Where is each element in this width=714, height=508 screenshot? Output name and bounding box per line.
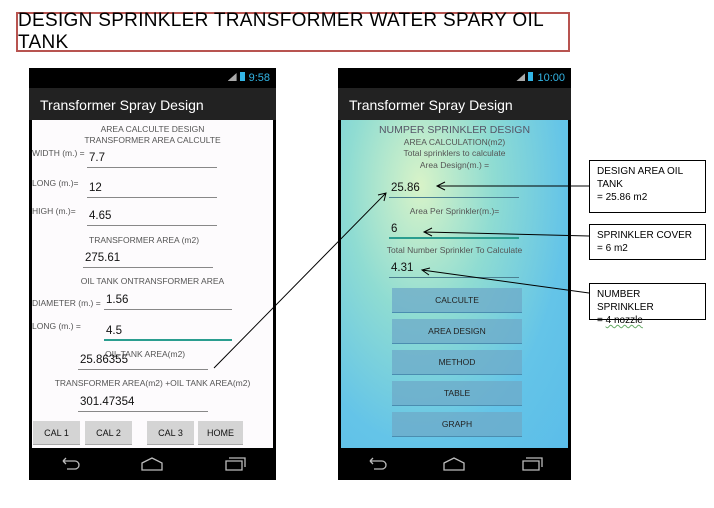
total-number-label: Total Number Sprinkler To Calculate [386, 245, 523, 255]
signal-icon [227, 73, 237, 81]
cal3-button[interactable]: CAL 3 [147, 421, 194, 445]
area-design-label: Area Design(m.) = [419, 160, 490, 170]
width-input[interactable]: 7.7 [87, 152, 217, 168]
signal-icon [516, 73, 526, 81]
long-label: LONG (m.)= [32, 178, 79, 188]
long-input[interactable]: 12 [87, 182, 217, 198]
app-title: Transformer Spray Design [29, 88, 276, 120]
status-bar: 10:00 [338, 68, 571, 88]
status-time: 9:58 [248, 72, 270, 84]
note-text: DESIGN AREA OIL [597, 166, 684, 177]
total-sprinklers-label: Total sprinklers to calculate [403, 148, 506, 158]
status-bar: 9:58 [29, 68, 276, 88]
page-title: DESIGN SPRINKLER TRANSFORMER WATER SPARY… [16, 10, 570, 53]
cal1-button[interactable]: CAL 1 [33, 421, 80, 445]
left-content: AREA CALCULTE DESIGN TRANSFORMER AREA CA… [32, 120, 273, 448]
per-sprinkler-input[interactable]: 6 [389, 223, 519, 239]
table-button[interactable]: TABLE [392, 381, 522, 406]
back-icon[interactable] [366, 457, 388, 471]
diameter-label: DIAMETER (m.) = [32, 298, 101, 308]
transformer-area-output[interactable]: 275.61 [83, 252, 213, 268]
arrow-oil-tank-link [213, 192, 387, 369]
arrow-number-sprinkler [420, 267, 590, 294]
note-number-sprinkler: NUMBER SPRINKLER = 4 nozzle [589, 283, 706, 326]
battery-icon [528, 72, 534, 81]
width-label: WIDTH (m.) = [32, 148, 85, 158]
oil-tank-area-label: OIL TANK AREA(m2) [105, 349, 186, 359]
home-button[interactable]: HOME [198, 421, 243, 445]
area-design-input[interactable]: 25.86 [389, 182, 519, 198]
heading-transformer-area: TRANSFORMER AREA CALCULTE [84, 135, 221, 145]
area-calculation-label: AREA CALCULATION(m2) [403, 137, 506, 147]
note-text: TANK [597, 179, 623, 190]
app-title: Transformer Spray Design [338, 88, 571, 120]
home-icon[interactable] [141, 457, 164, 471]
total-area-label: TRANSFORMER AREA(m2) +OIL TANK AREA(m2) [54, 378, 251, 388]
note-text: = 6 m2 [597, 243, 628, 254]
method-button[interactable]: METHOD [392, 350, 522, 375]
battery-icon [239, 72, 245, 81]
home-icon[interactable] [443, 457, 466, 471]
cal2-button[interactable]: CAL 2 [85, 421, 132, 445]
note-text: = 25.86 m2 [597, 192, 648, 203]
nav-bar [29, 448, 276, 480]
tank-long-label: LONG (m.) = [32, 321, 81, 331]
oil-tank-heading: OIL TANK ONTRANSFORMER AREA [80, 276, 225, 286]
high-input[interactable]: 4.65 [87, 210, 217, 226]
calculte-button[interactable]: CALCULTE [392, 288, 522, 313]
note-design-area: DESIGN AREA OIL TANK = 25.86 m2 [589, 160, 706, 213]
left-phone-screen: 9:58 Transformer Spray Design AREA CALCU… [29, 68, 276, 480]
right-content: NUMPER SPRINKLER DESIGN AREA CALCULATION… [341, 120, 568, 448]
area-design-button[interactable]: AREA DESIGN [392, 319, 522, 344]
note-text: = [597, 315, 606, 326]
arrow-design-area [435, 181, 589, 191]
status-time: 10:00 [537, 72, 565, 84]
nav-bar [338, 448, 571, 480]
tank-long-input[interactable]: 4.5 [104, 325, 232, 341]
graph-button[interactable]: GRAPH [392, 412, 522, 437]
recents-icon[interactable] [521, 457, 543, 471]
note-text: 4 nozzle [605, 315, 643, 326]
oil-tank-area-output[interactable]: 25.86355 [78, 354, 208, 370]
heading-area-calculte: AREA CALCULTE DESIGN [100, 124, 205, 134]
total-area-output[interactable]: 301.47354 [78, 396, 208, 412]
back-icon[interactable] [59, 457, 81, 471]
per-sprinkler-label: Area Per Sprinkler(m.)= [409, 206, 500, 216]
total-number-output[interactable]: 4.31 [389, 262, 519, 278]
note-text: SPRINKLER COVER [597, 230, 693, 241]
diameter-input[interactable]: 1.56 [104, 294, 232, 310]
note-text: NUMBER SPRINKLER [597, 289, 654, 313]
recents-icon[interactable] [224, 457, 246, 471]
high-label: HIGH (m.)= [32, 206, 76, 216]
sprinkler-heading: NUMPER SPRINKLER DESIGN [378, 124, 531, 136]
arrow-sprinkler-cover [422, 227, 590, 237]
note-sprinkler-cover: SPRINKLER COVER = 6 m2 [589, 224, 706, 260]
transformer-area-label: TRANSFORMER AREA (m2) [89, 235, 200, 245]
